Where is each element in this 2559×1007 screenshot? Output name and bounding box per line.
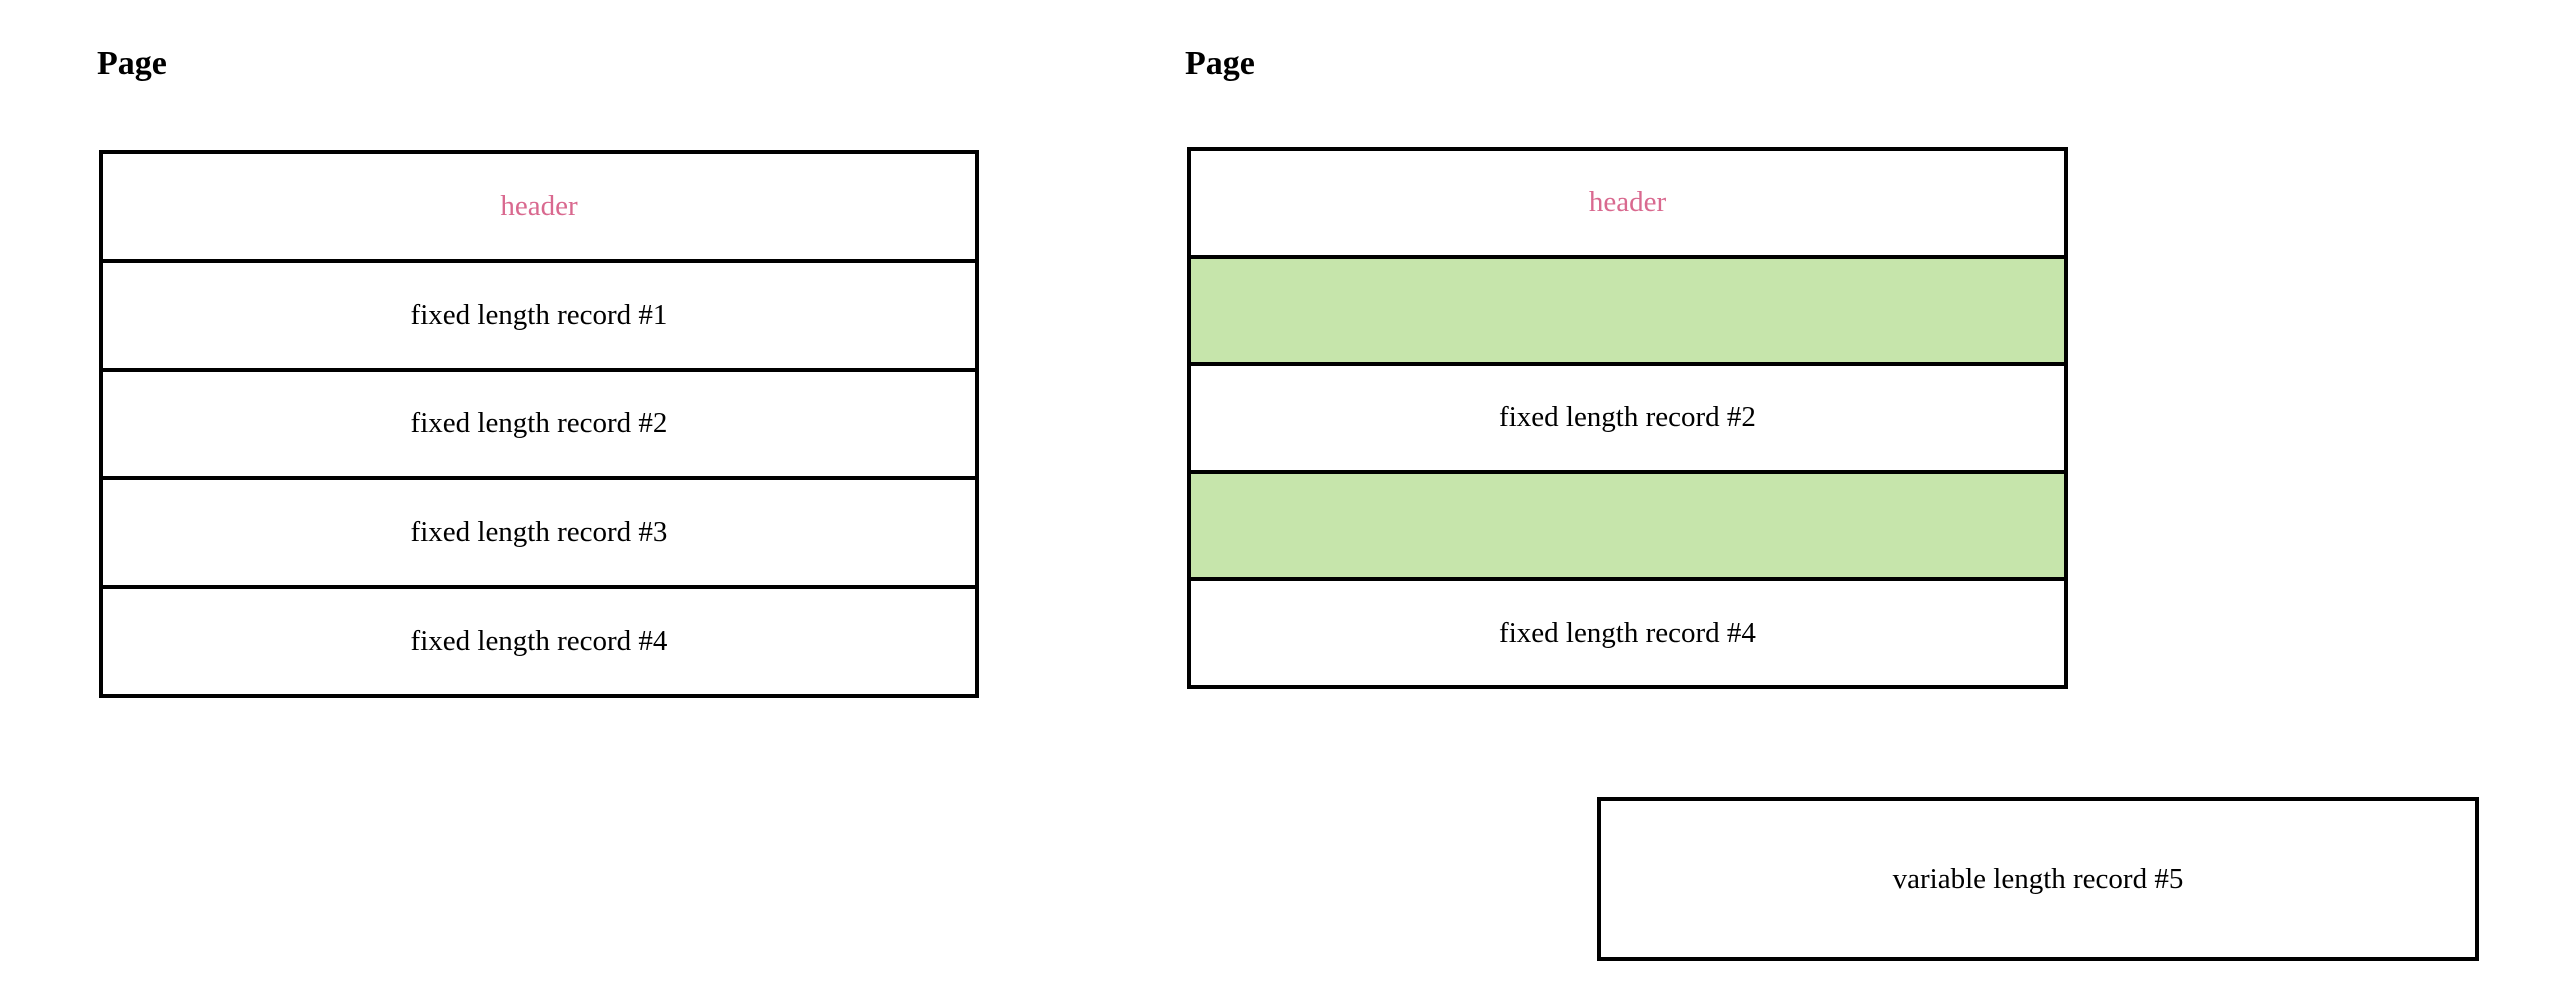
right-page-record-row-4: fixed length record #4	[1191, 581, 2064, 685]
variable-length-record-box: variable length record #5	[1597, 797, 2479, 961]
record-row-label: fixed length record #2	[410, 407, 668, 440]
header-row-label: header	[500, 189, 578, 222]
right-page-header-row: header	[1191, 151, 2064, 259]
record-row-label: fixed length record #4	[1499, 616, 1756, 649]
left-page-table: header fixed length record #1 fixed leng…	[99, 150, 979, 698]
record-row-label: fixed length record #3	[410, 516, 668, 549]
header-row-label: header	[1588, 186, 1667, 219]
left-page-record-row-1: fixed length record #1	[103, 262, 975, 372]
right-page-table: header fixed length record #2 fixed leng…	[1187, 147, 2068, 689]
record-row-label: fixed length record #1	[410, 298, 668, 331]
left-page-record-row-3: fixed length record #3	[103, 480, 975, 590]
right-page-free-slot-1	[1191, 258, 2064, 367]
variable-length-record-label: variable length record #5	[1892, 862, 2184, 895]
left-page-title: Page	[97, 45, 167, 82]
left-page-record-row-4: fixed length record #4	[103, 589, 975, 694]
left-page-header-row: header	[103, 154, 975, 263]
right-page-title: Page	[1185, 45, 1255, 82]
record-row-label: fixed length record #2	[1499, 401, 1756, 434]
left-page-record-row-2: fixed length record #2	[103, 371, 975, 481]
right-page-free-slot-3	[1191, 473, 2064, 582]
record-row-label: fixed length record #4	[410, 625, 668, 658]
right-page-record-row-2: fixed length record #2	[1191, 366, 2064, 474]
